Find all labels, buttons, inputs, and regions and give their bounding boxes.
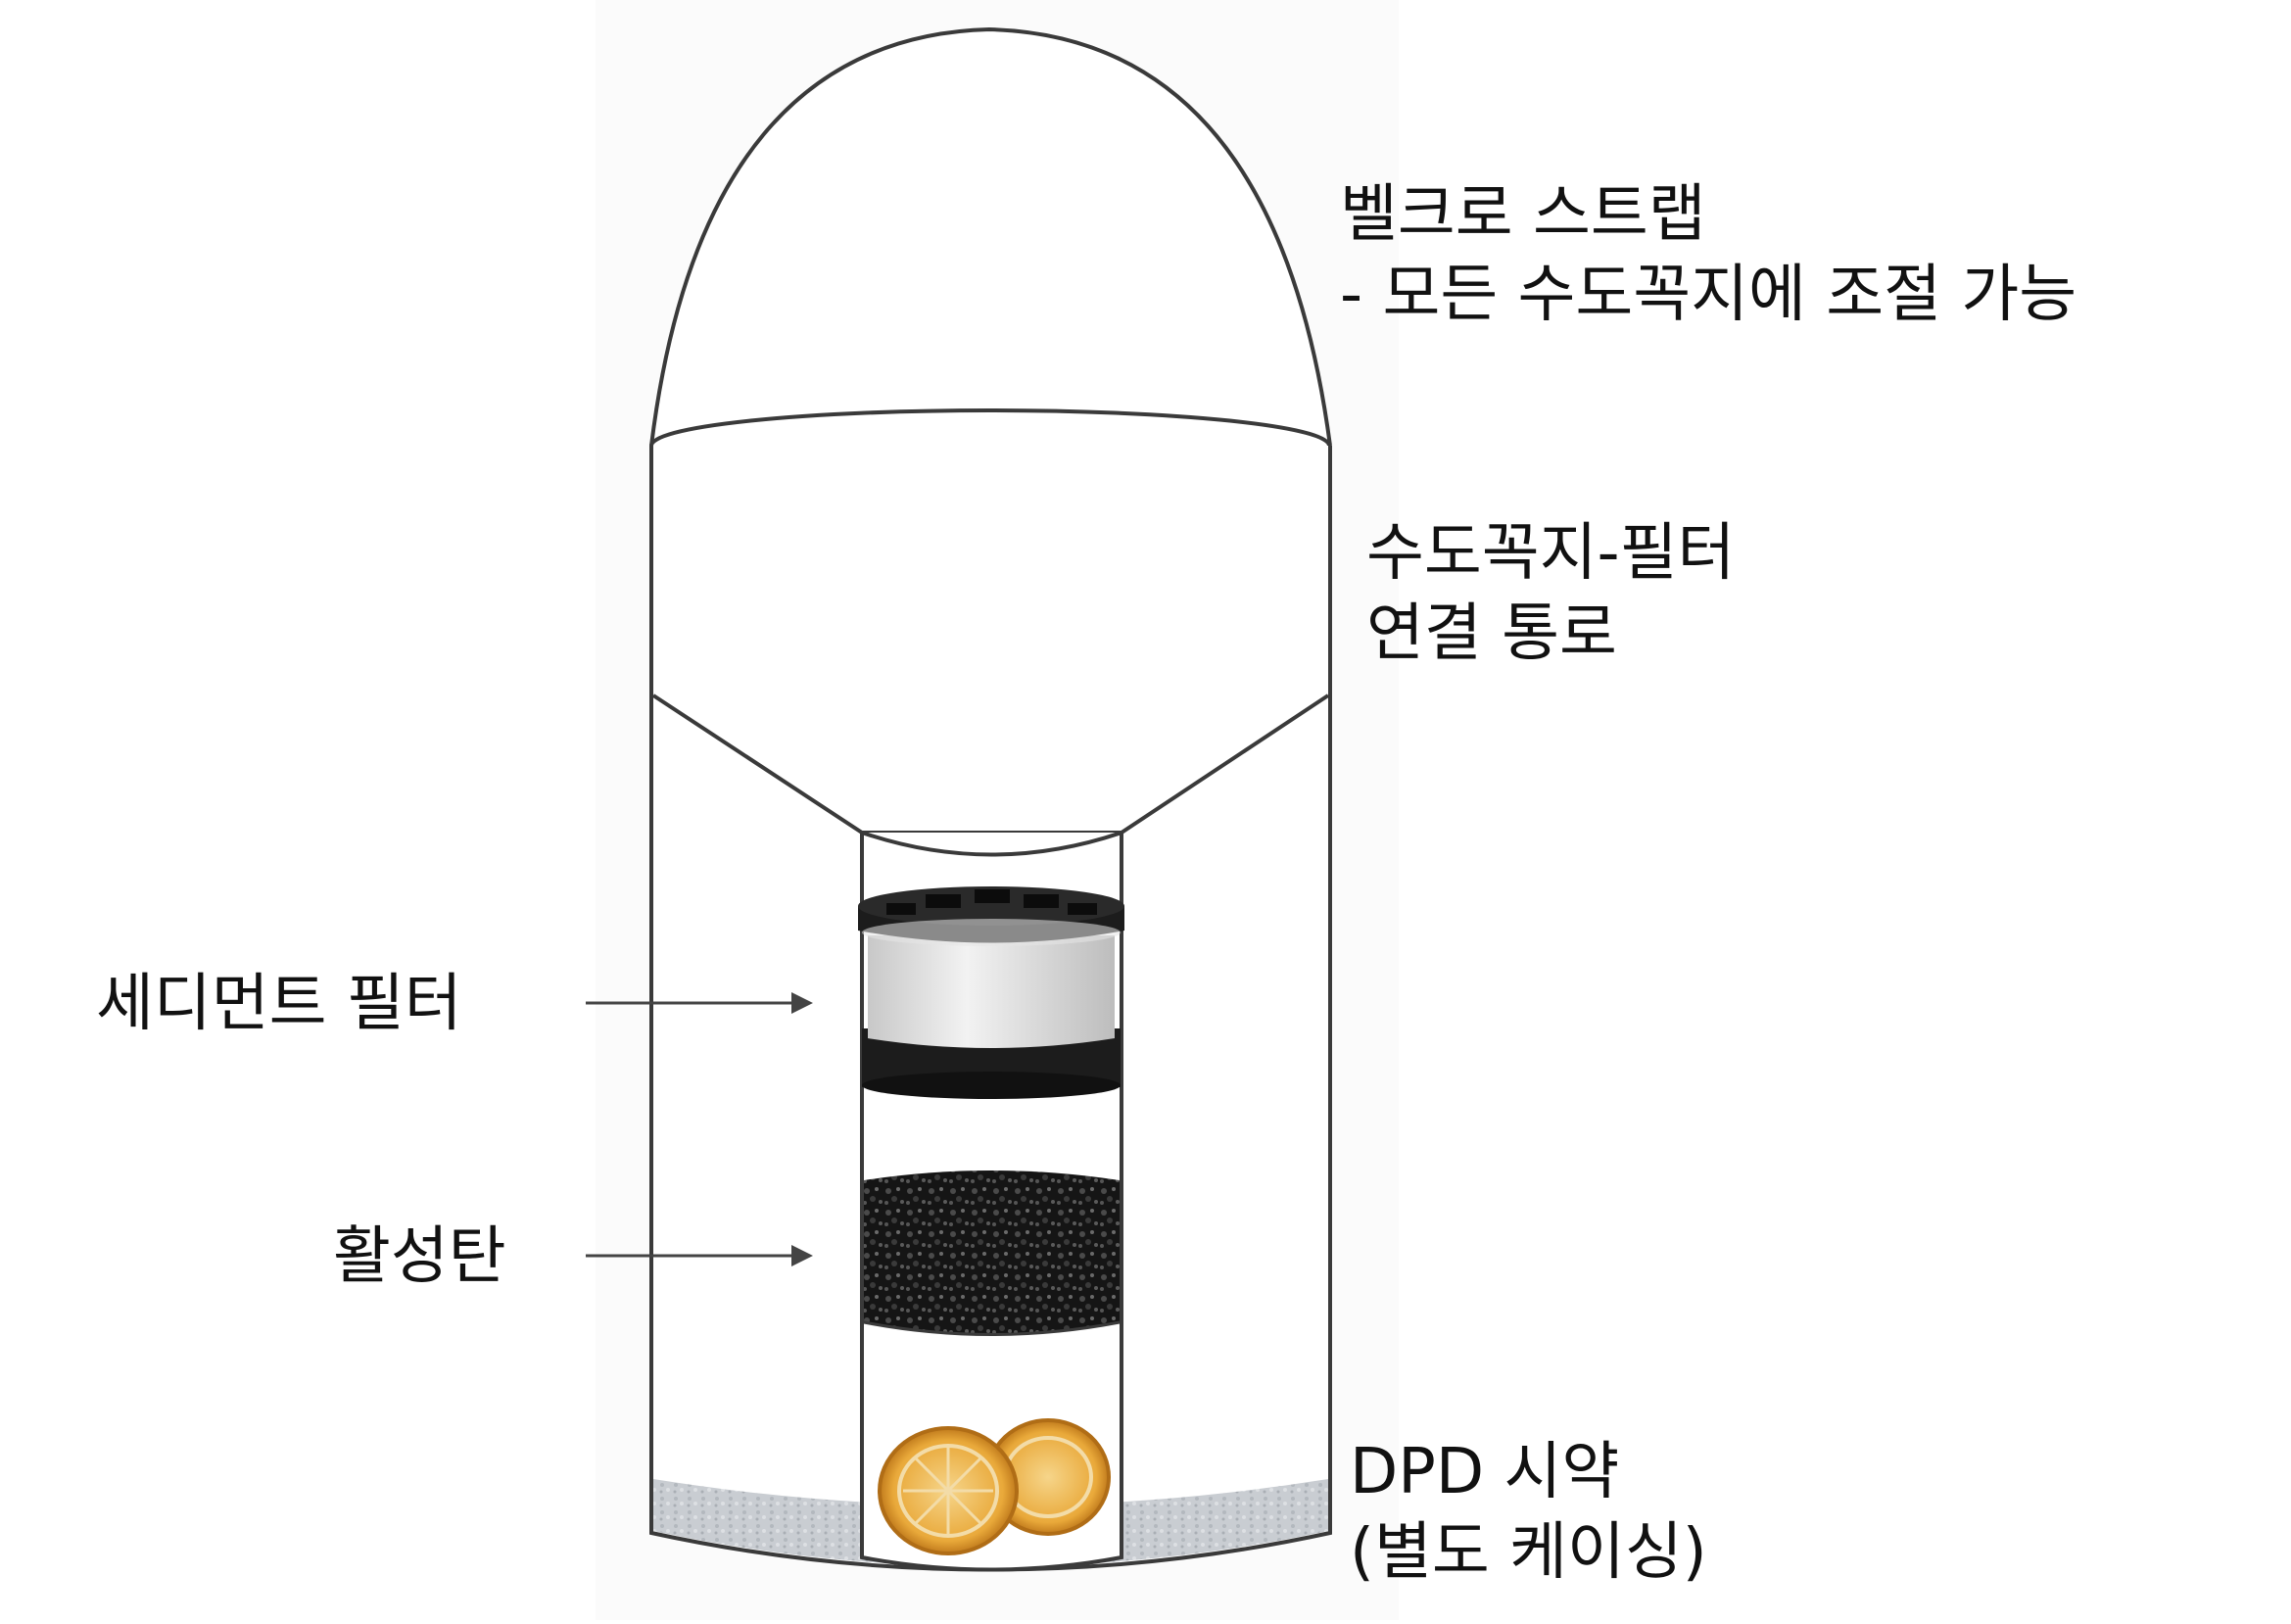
- inner-tube-top-curve: [861, 831, 1122, 857]
- sediment-filter-label: 세디먼트 필터: [96, 968, 462, 1040]
- dpd-reagent-note: (별도 케이싱): [1350, 1516, 1707, 1589]
- activated-carbon: [863, 1170, 1121, 1336]
- dpd-reagent-label: DPD 시약 (별도 케이싱): [1350, 1432, 1707, 1593]
- dpd-reagent-slices: [878, 1418, 1111, 1555]
- velcro-strap-dome: [649, 26, 1332, 447]
- connector-channel-subtitle: 연결 통로: [1366, 597, 1617, 670]
- sediment-filter: [858, 886, 1124, 1099]
- velcro-strap-label: 벨크로 스트랩 - 모든 수도꼭지에 조절 가능: [1340, 174, 2076, 335]
- activated-carbon-label: 활성탄: [333, 1220, 506, 1293]
- dpd-reagent-title: DPD 시약: [1350, 1436, 1620, 1508]
- connector-channel-label: 수도꼭지-필터 연결 통로: [1366, 513, 1735, 674]
- carbon-arrow: [586, 1245, 813, 1266]
- velcro-strap-note: - 모든 수도꼭지에 조절 가능: [1340, 259, 2077, 331]
- velcro-strap-title: 벨크로 스트랩: [1340, 178, 1706, 251]
- connector-channel-title: 수도꼭지-필터: [1366, 517, 1736, 590]
- sediment-arrow: [586, 992, 813, 1014]
